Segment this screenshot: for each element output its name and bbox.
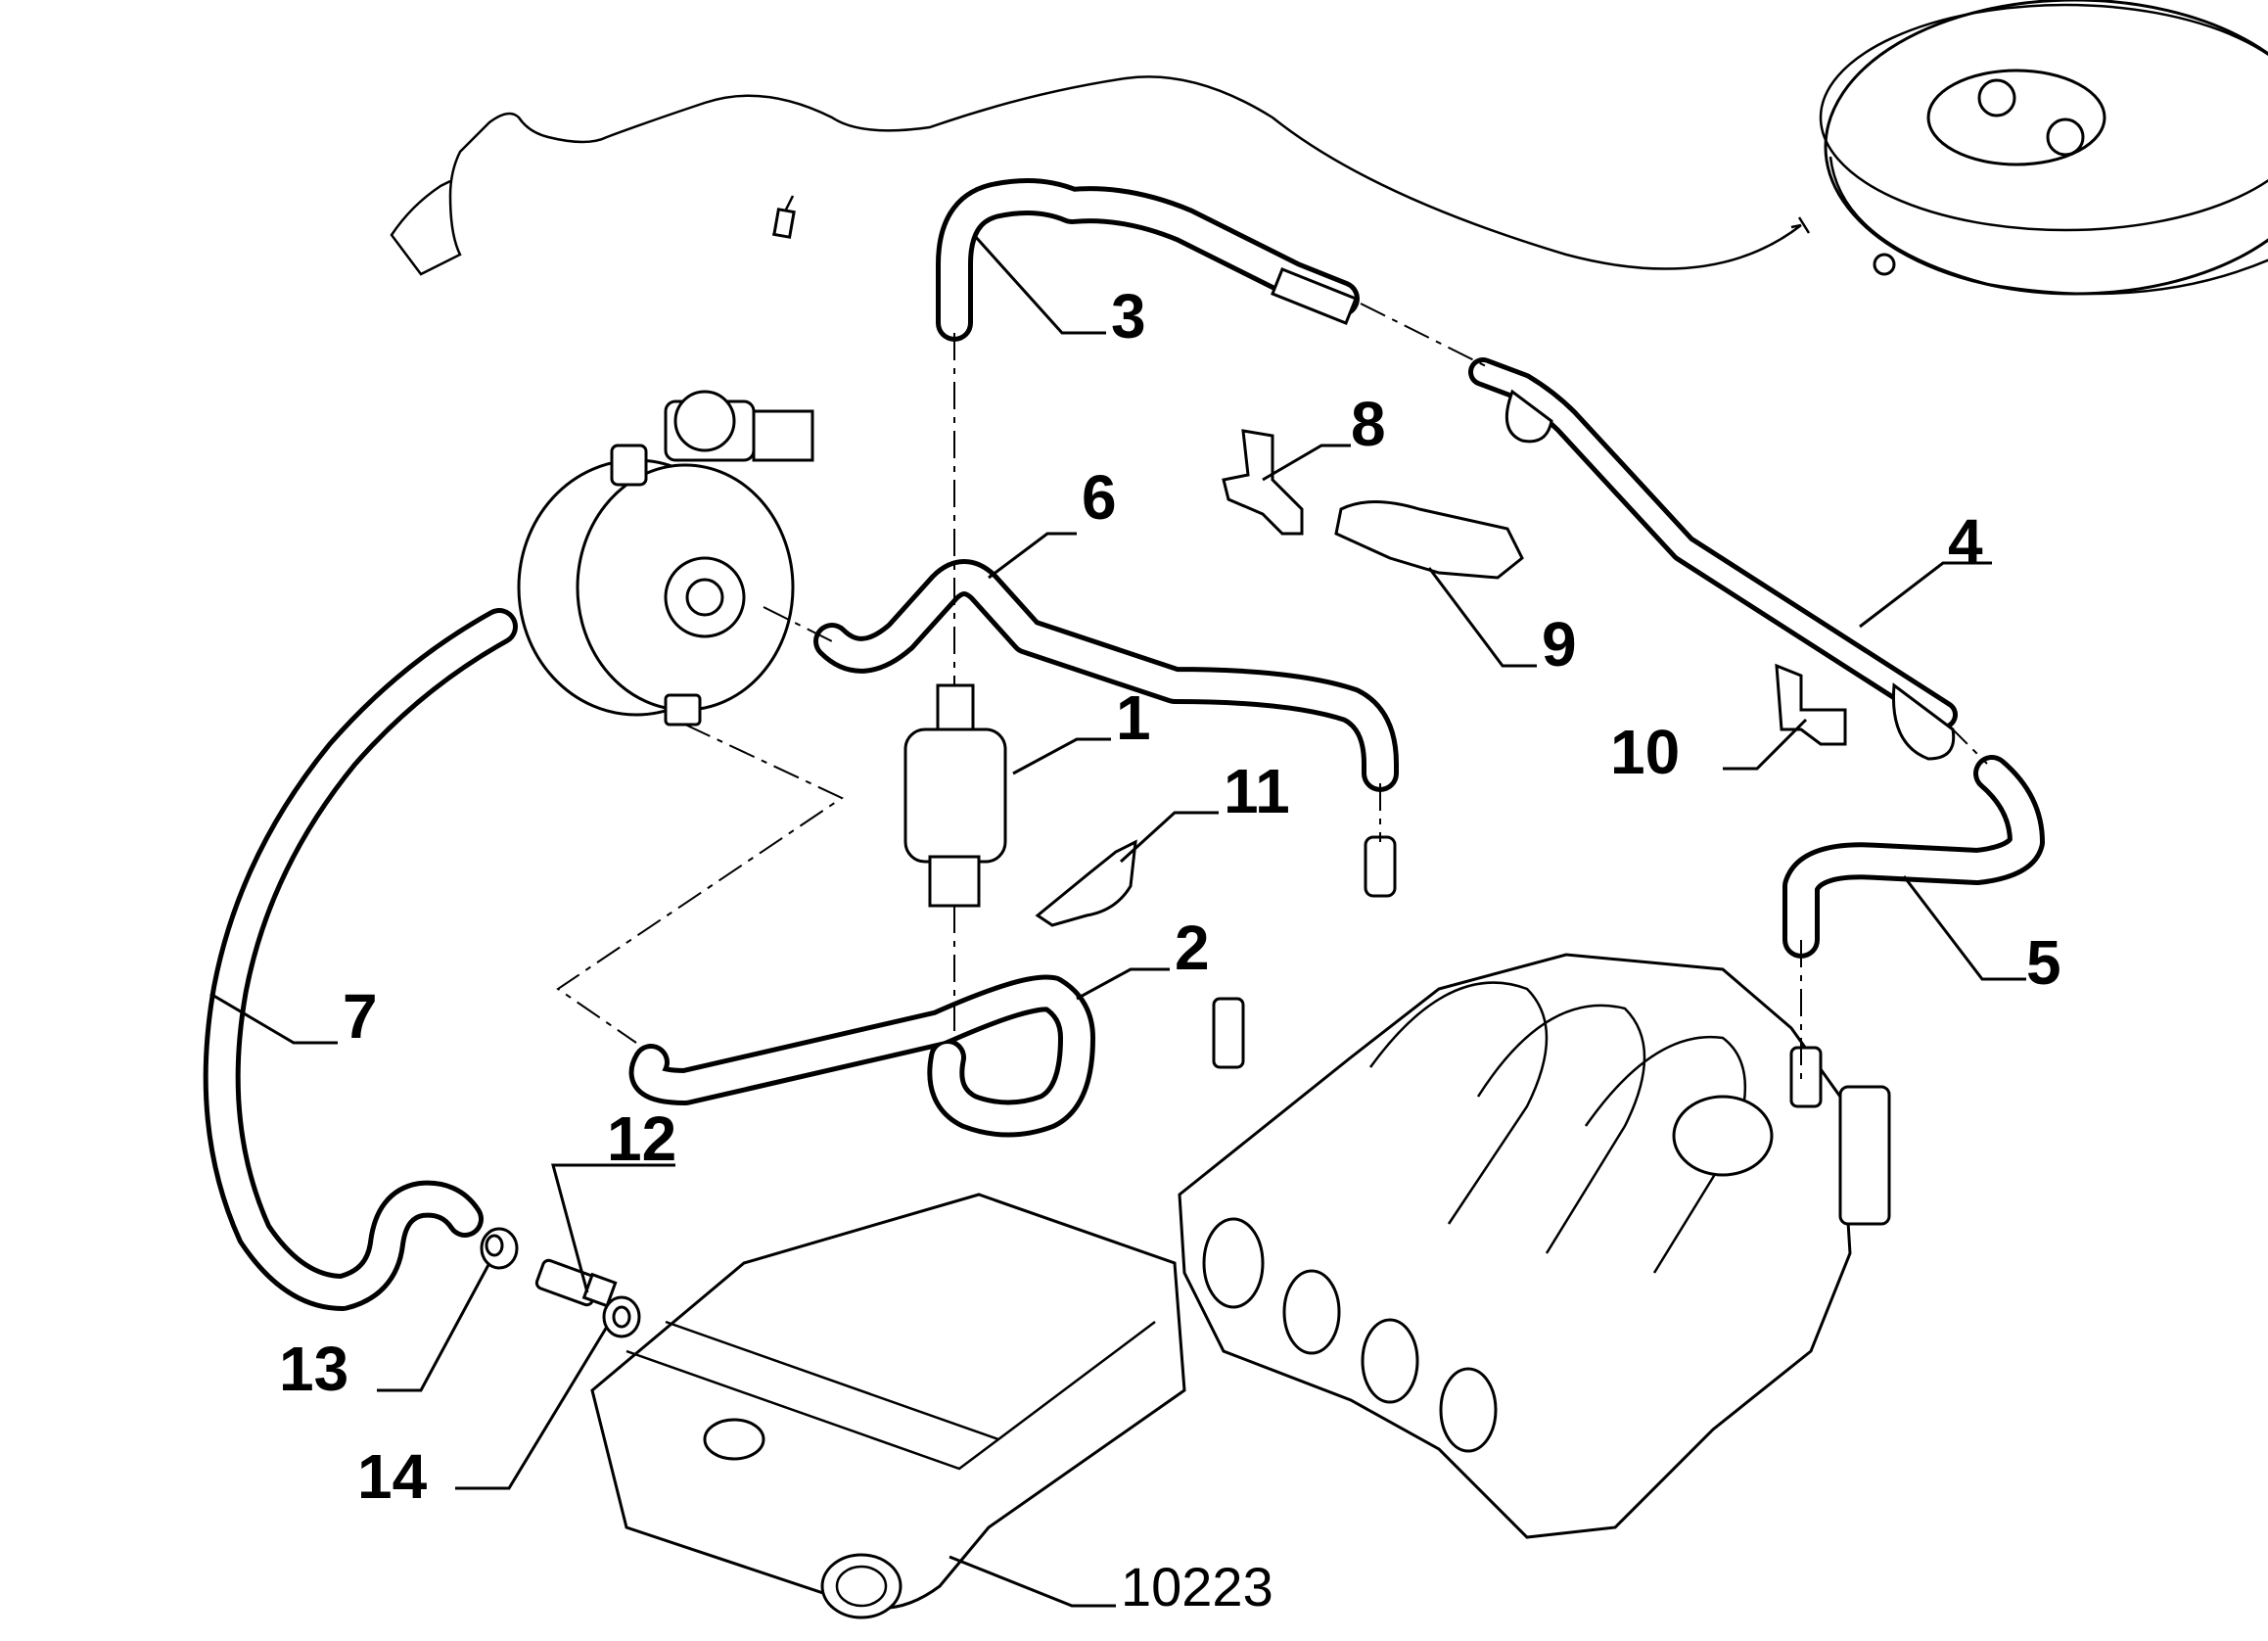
bracket-10 [1775,663,1847,746]
callout-13: 13 [279,1334,348,1404]
diagram-reference-number: 10223 [1121,1556,1273,1618]
leader-13 [377,1262,491,1392]
leader-14 [455,1326,609,1490]
callout-8: 8 [1351,389,1386,459]
leader-8 [1262,444,1351,482]
hose-3 [936,178,1360,342]
bracket-9 [1334,500,1524,580]
callout-5: 5 [2026,927,2061,998]
callout-12: 12 [607,1103,676,1174]
leader-ref [949,1555,1116,1608]
callout-4: 4 [1948,506,1983,577]
leader-11 [1119,811,1219,864]
intake-manifold [1178,835,1891,1539]
gas-filter [903,683,1007,908]
leader-lines [209,233,2026,1608]
gas-feed-line [390,75,1802,276]
leader-5 [1902,875,2026,981]
leader-10 [1723,718,1808,771]
callout-14: 14 [357,1441,428,1512]
union-12 [534,1258,618,1308]
hose-2 [628,974,1095,1138]
leader-2 [1076,967,1170,1001]
callout-6: 6 [1082,462,1117,533]
callout-labels: 1 2 3 4 5 6 7 8 9 10 11 12 13 14 10223 [279,281,2061,1618]
pipe-4 [1468,357,1958,761]
bracket-11 [1035,839,1137,927]
callout-9: 9 [1542,609,1577,680]
leader-4 [1859,561,1992,629]
hose-6 [813,559,1399,792]
callout-2: 2 [1175,913,1210,983]
washer-14 [602,1295,641,1338]
callout-7: 7 [343,981,378,1052]
leader-9 [1427,567,1537,668]
leader-3 [972,233,1106,335]
callout-10: 10 [1610,717,1680,787]
leader-6 [988,532,1077,580]
leader-1 [1012,737,1111,775]
callout-1: 1 [1116,682,1151,753]
callout-11: 11 [1224,756,1290,826]
bracket-8 [1222,429,1304,536]
leader-12 [551,1163,675,1293]
air-intake-box [590,1193,1186,1619]
hose-7 [203,608,518,1311]
pressure-regulator [517,390,814,727]
leader-7 [209,992,338,1045]
nut-13 [480,1227,519,1270]
assembly-lines [556,303,1988,1087]
hose-5 [1782,755,2045,959]
callout-3: 3 [1111,281,1146,352]
lpg-tank [1819,0,2268,296]
